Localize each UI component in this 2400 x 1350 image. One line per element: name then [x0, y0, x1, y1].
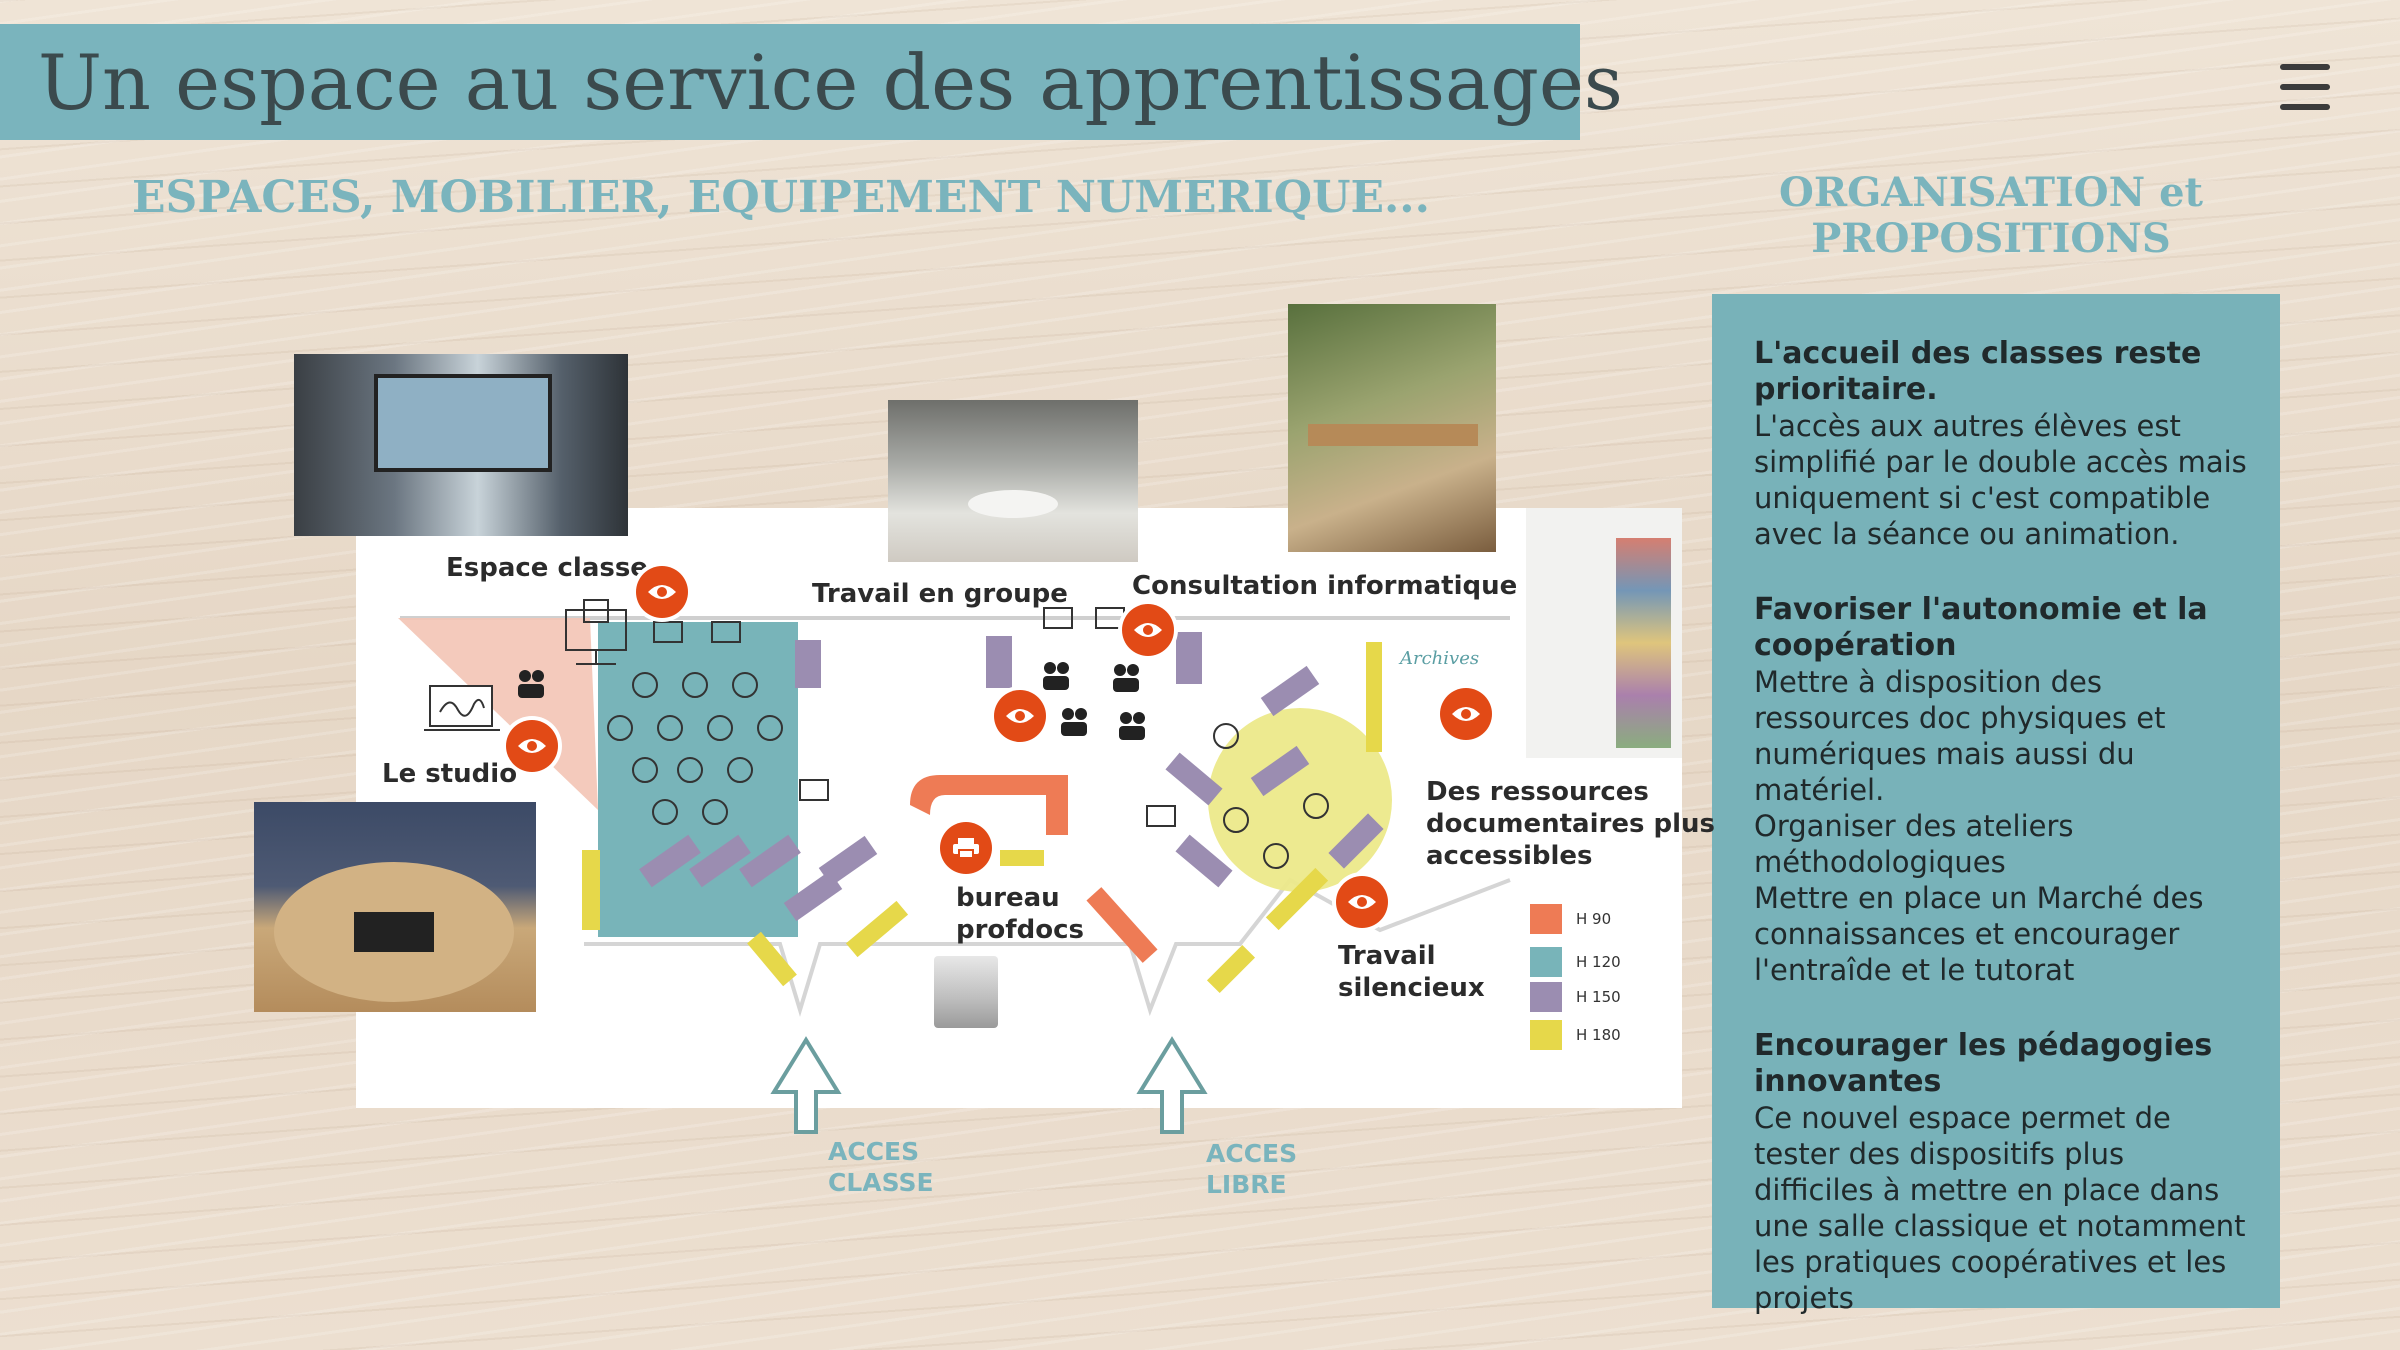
legend-swatch: [1530, 982, 1562, 1012]
legend-swatch: [1530, 1020, 1562, 1050]
projector-icon: [565, 599, 627, 665]
panel-section-autonomie: Favoriser l'autonomie et la coopération …: [1754, 592, 2250, 988]
floor-plan-background: [356, 508, 1682, 1108]
printer-icon[interactable]: [940, 822, 992, 874]
shelf-yellow: [582, 850, 600, 930]
photo-ressources: [1526, 508, 1682, 758]
left-subtitle: ESPACES, MOBILIER, EQUIPEMENT NUMERIQUE.…: [132, 172, 1430, 223]
legend-item: H 90: [1530, 904, 1670, 934]
shelf-purple: [689, 834, 751, 888]
label-ressources: Des ressources documentaires plus access…: [1426, 777, 1716, 871]
wall-outline: [584, 877, 1511, 1017]
legend-swatch: [1530, 904, 1562, 934]
eye-icon[interactable]: [994, 690, 1046, 742]
photo-travail-groupe: [888, 400, 1138, 562]
shelf-yellow: [747, 931, 797, 987]
label-acces-libre: ACCES LIBRE: [1206, 1139, 1298, 1199]
shelf-yellow: [1265, 867, 1329, 931]
label-consultation: Consultation informatique: [1132, 571, 1518, 601]
photo-espace-classe: [294, 354, 628, 536]
legend-label: H 90: [1576, 910, 1612, 928]
panel-body: Ce nouvel espace permet de tester des di…: [1754, 1101, 2246, 1315]
shelf-purple: [1250, 745, 1310, 797]
desk-orange: [1086, 887, 1158, 963]
panel-body: Mettre à disposition des ressources doc …: [1754, 665, 2204, 987]
panel-section-pedagogies: Encourager les pédagogies innovantes Ce …: [1754, 1028, 2250, 1316]
shelf-purple: [739, 834, 801, 888]
panel-heading: Favoriser l'autonomie et la coopération: [1754, 592, 2208, 663]
shelf-purple: [795, 640, 821, 688]
eye-icon[interactable]: [636, 566, 688, 618]
archives-label: Archives: [1398, 648, 1479, 669]
eye-icon[interactable]: [1122, 604, 1174, 656]
printer-photo: [934, 956, 998, 1028]
right-subtitle-text: ORGANISATION et PROPOSITIONS: [1778, 169, 2204, 262]
organisation-panel: L'accueil des classes reste prioritaire.…: [1712, 294, 2280, 1315]
shelf-purple: [639, 834, 701, 888]
shelf-yellow: [1366, 642, 1382, 752]
legend-label: H 120: [1576, 953, 1621, 971]
hamburger-menu-icon[interactable]: [2280, 64, 2330, 112]
shelf-yellow: [1206, 944, 1256, 994]
label-acces-classe: ACCES CLASSE: [828, 1137, 934, 1197]
studio-laptop-icon: [424, 685, 500, 731]
shelf-purple: [1165, 752, 1223, 806]
shelf-purple: [986, 636, 1012, 688]
legend-item: H 180: [1530, 1020, 1670, 1050]
shelf-purple: [783, 870, 843, 922]
eye-icon[interactable]: [1440, 688, 1492, 740]
shelf-purple: [1175, 834, 1233, 888]
shelf-purple: [818, 835, 878, 887]
legend-item: H 120: [1530, 947, 1670, 977]
panel-section-accueil: L'accueil des classes reste prioritaire.…: [1754, 336, 2250, 552]
shelf-purple: [1328, 813, 1384, 869]
shelf-purple: [1260, 665, 1320, 717]
label-silencieux: Travail silencieux: [1338, 941, 1485, 1003]
photo-consultation: [1288, 304, 1496, 552]
shelf-yellow: [845, 900, 909, 958]
right-subtitle: ORGANISATION et PROPOSITIONS: [1716, 170, 2266, 262]
label-bureau: bureau profdocs: [956, 883, 1084, 945]
label-studio: Le studio: [382, 759, 518, 789]
label-travail-groupe: Travail en groupe: [812, 579, 1068, 609]
page-title: Un espace au service des apprentissages: [38, 38, 1623, 127]
eye-icon[interactable]: [506, 720, 558, 772]
legend-label: H 150: [1576, 988, 1621, 1006]
group-people-icons: [518, 662, 1145, 740]
class-tables: [607, 672, 1329, 869]
title-band: [0, 24, 1580, 140]
shelf-yellow: [1000, 850, 1044, 866]
legend-item: H 150: [1530, 982, 1670, 1012]
desk-orange: [910, 775, 1068, 835]
panel-heading: L'accueil des classes reste prioritaire.: [1754, 336, 2202, 407]
legend-swatch: [1530, 947, 1562, 977]
label-espace-classe: Espace classe: [446, 553, 648, 583]
photo-studio: [254, 802, 536, 1012]
eye-icon[interactable]: [1336, 876, 1388, 928]
arrow-up-icon: [770, 1036, 1208, 1134]
silent-zone: [1208, 708, 1392, 892]
legend-label: H 180: [1576, 1026, 1621, 1044]
panel-body: L'accès aux autres élèves est simplifié …: [1754, 409, 2247, 551]
shelf-purple: [1176, 632, 1202, 684]
panel-heading: Encourager les pédagogies innovantes: [1754, 1028, 2213, 1099]
